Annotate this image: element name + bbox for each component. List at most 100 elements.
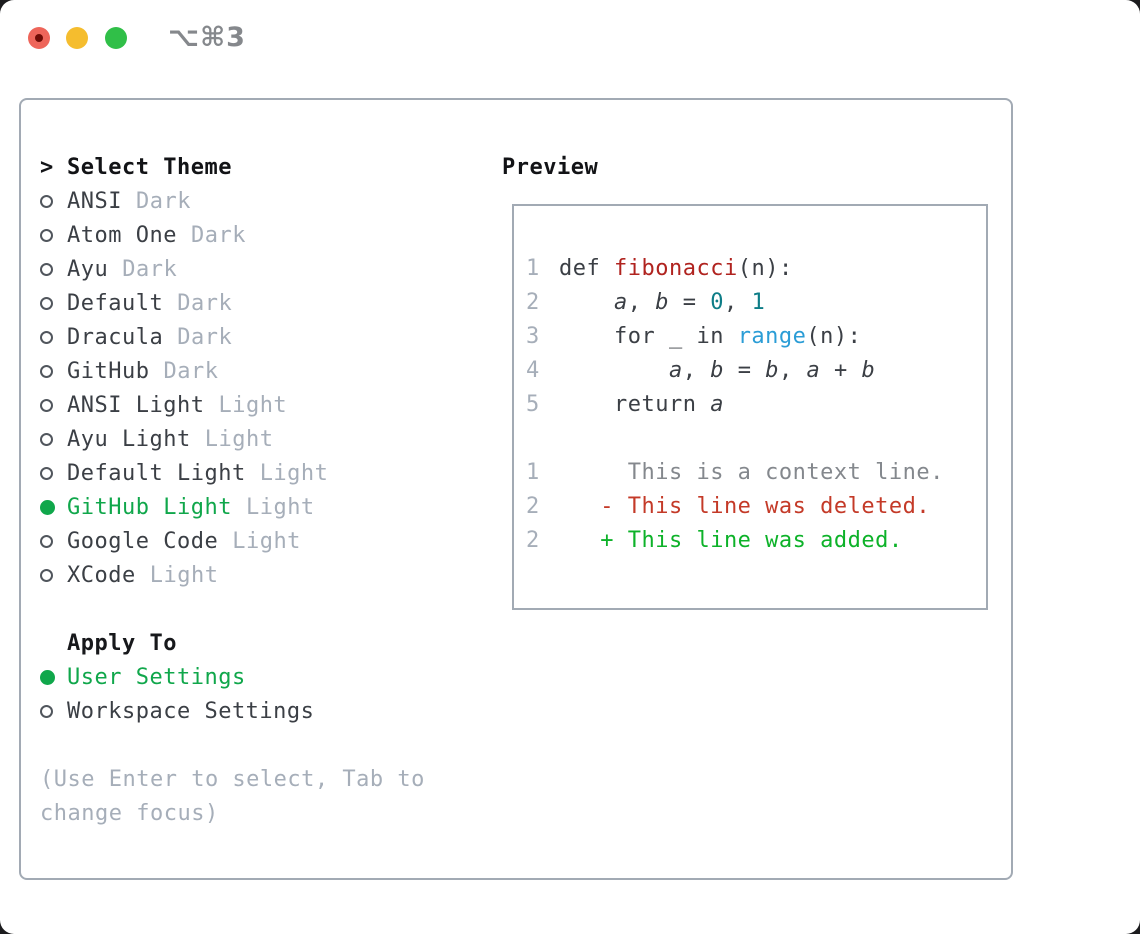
line-number: 4 (526, 358, 540, 383)
keyboard-hint: (Use Enter to select, Tab to change focu… (40, 762, 490, 830)
code-token: b (655, 290, 669, 315)
radio-icon (40, 330, 67, 344)
code-token: fibonacci (613, 256, 738, 281)
theme-name: Ayu Light (67, 426, 191, 452)
code-line: 1 This is a context line. (526, 456, 986, 490)
apply-option-workspace-settings[interactable]: Workspace Settings (40, 694, 490, 728)
line-number: 3 (526, 324, 540, 349)
code-token: , (627, 290, 656, 315)
code-token: (n): (806, 324, 862, 349)
radio-icon (40, 432, 53, 446)
close-button[interactable] (28, 27, 50, 49)
radio-icon (40, 704, 67, 718)
theme-variant-tag: Dark (190, 222, 246, 248)
radio-icon (40, 398, 53, 412)
zoom-button[interactable] (105, 27, 127, 49)
theme-name: Ayu (67, 256, 109, 282)
theme-option-github-light[interactable]: GitHub Light Light (40, 490, 490, 524)
radio-icon (40, 330, 53, 344)
theme-name: Atom One (67, 222, 177, 248)
code-token: def (559, 256, 614, 281)
radio-icon (40, 364, 53, 378)
apply-option-user-settings[interactable]: User Settings (40, 660, 490, 694)
theme-option-github[interactable]: GitHub Dark (40, 354, 490, 388)
line-number: 2 (526, 494, 540, 519)
theme-option-ansi[interactable]: ANSI Dark (40, 184, 490, 218)
radio-icon (40, 194, 53, 208)
code-token: b (710, 358, 724, 383)
titlebar: ⌥⌘3 (0, 0, 1140, 72)
code-token: , (723, 290, 752, 315)
radio-selected-icon (40, 499, 55, 515)
select-theme-title: Select Theme (67, 154, 232, 180)
theme-variant-tag: Light (232, 528, 301, 554)
theme-variant-tag: Light (245, 494, 315, 520)
minimize-button[interactable] (66, 27, 88, 49)
theme-name: GitHub Light (67, 494, 232, 520)
theme-name: ANSI Light (67, 392, 205, 418)
theme-variant-tag: Dark (163, 358, 219, 384)
radio-selected-icon (40, 669, 67, 685)
theme-option-ansi-light[interactable]: ANSI Light Light (40, 388, 490, 422)
theme-variant-tag: Dark (135, 188, 191, 214)
theme-option-atom-one[interactable]: Atom One Dark (40, 218, 490, 252)
theme-name: ANSI (67, 188, 122, 214)
theme-variant-tag: Light (149, 562, 219, 588)
code-token: 0 (710, 290, 724, 315)
radio-icon (40, 262, 67, 276)
theme-name: GitHub (67, 358, 150, 384)
code-token: return (559, 392, 711, 417)
code-token: range (737, 324, 807, 349)
radio-icon (40, 228, 67, 242)
code-line: 2 - This line was deleted. (526, 490, 986, 524)
theme-variant-tag: Dark (177, 290, 233, 316)
theme-name: Default (67, 290, 164, 316)
theme-option-default[interactable]: Default Dark (40, 286, 490, 320)
radio-icon (40, 398, 67, 412)
code-token: = (668, 290, 711, 315)
theme-option-google-code[interactable]: Google Code Light (40, 524, 490, 558)
radio-icon (40, 364, 67, 378)
radio-selected-icon (40, 499, 67, 515)
radio-icon (40, 432, 67, 446)
code-token: a (710, 392, 724, 417)
code-token: = (723, 358, 766, 383)
radio-icon (40, 568, 67, 582)
theme-name: Google Code (67, 528, 219, 554)
radio-icon (40, 262, 53, 276)
code-line: 3 for _ in range(n): (526, 320, 986, 354)
radio-icon (40, 194, 67, 208)
theme-name: XCode (67, 562, 136, 588)
code-token: b (765, 358, 779, 383)
theme-variant-tag: Dark (122, 256, 178, 282)
theme-variant-tag: Light (218, 392, 288, 418)
code-line: 4 a, b = b, a + b (526, 354, 986, 388)
radio-selected-icon (40, 669, 55, 685)
apply-option-label: Workspace Settings (67, 698, 315, 724)
radio-icon (40, 466, 67, 480)
theme-option-xcode[interactable]: XCode Light (40, 558, 490, 592)
radio-icon (40, 704, 53, 718)
theme-option-ayu[interactable]: Ayu Dark (40, 252, 490, 286)
code-token: , (778, 358, 807, 383)
code-token: + (820, 358, 862, 383)
code-token: b (861, 358, 876, 383)
line-number: 1 (526, 256, 540, 281)
code-token: 1 (751, 290, 766, 315)
radio-icon (40, 568, 53, 582)
select-theme-header: > Select Theme (40, 150, 490, 184)
line-number: 5 (526, 392, 540, 417)
code-token: (n): (737, 256, 793, 281)
code-token: for _ in (559, 324, 738, 349)
code-token: , (682, 358, 711, 383)
theme-variant-tag: Dark (177, 324, 233, 350)
line-number: 2 (526, 290, 540, 315)
preview-title: Preview (502, 154, 599, 180)
